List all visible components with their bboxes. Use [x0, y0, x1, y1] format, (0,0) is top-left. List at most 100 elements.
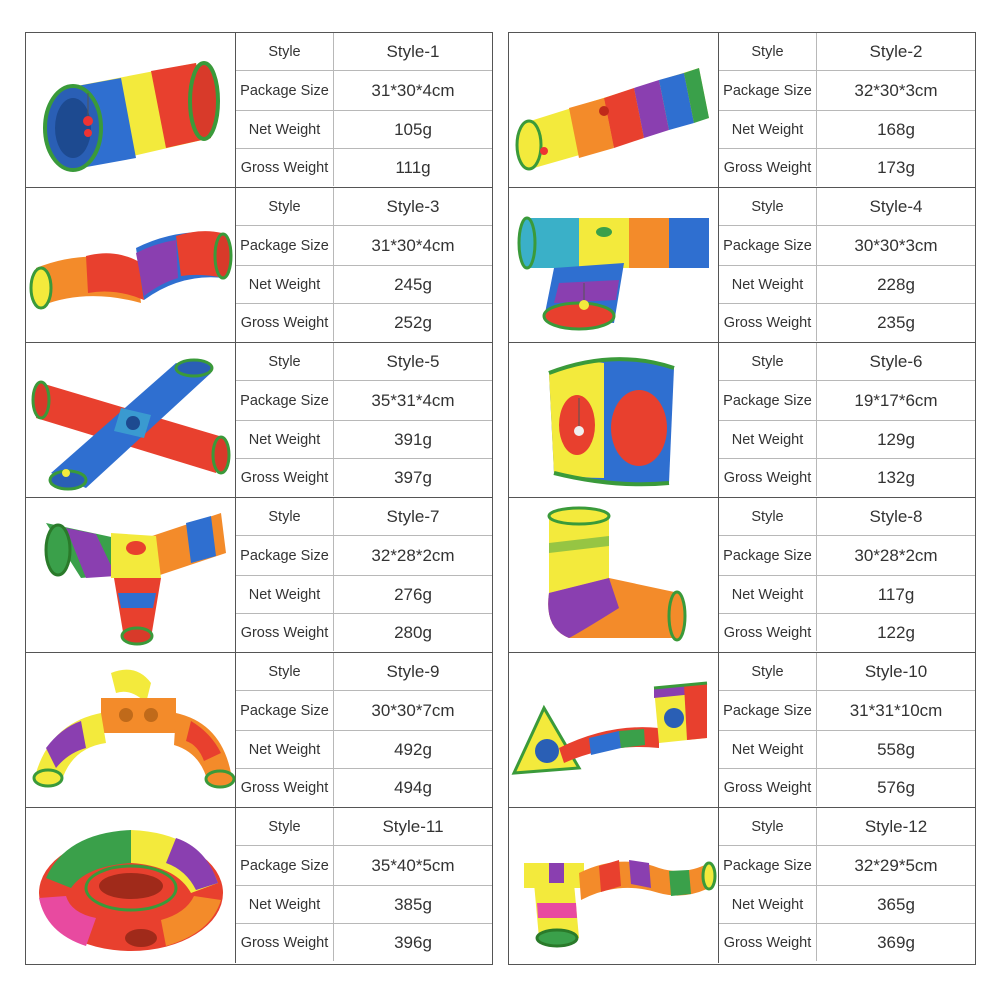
net-weight-value: 168g	[877, 119, 915, 139]
spec-table-style-7: Style Style-7 Package Size 32*28*2cm Net…	[236, 498, 492, 652]
style-label: Style	[719, 343, 817, 380]
package-size-value: 19*17*6cm	[854, 390, 938, 410]
spec-row-gross-weight: Gross Weight 252g	[236, 304, 492, 341]
package-size-label: Package Size	[719, 691, 817, 730]
gross-weight-value: 122g	[877, 622, 915, 642]
spec-row-gross-weight: Gross Weight 280g	[236, 614, 492, 651]
product-image-style-8	[509, 498, 719, 652]
spec-row-package-size: Package Size 35*40*5cm	[236, 846, 492, 886]
package-size-label: Package Size	[719, 71, 817, 110]
spec-row-net-weight: Net Weight 558g	[719, 731, 975, 769]
spec-row-style: Style Style-12	[719, 808, 975, 846]
style-value: Style-6	[869, 351, 923, 371]
spec-row-style: Style Style-6	[719, 343, 975, 381]
donut-tunnel-icon	[39, 830, 223, 951]
product-block-style-2: Style Style-2 Package Size 32*30*3cm Net…	[509, 33, 975, 188]
package-size-value: 31*30*4cm	[371, 80, 455, 100]
net-weight-label: Net Weight	[719, 111, 817, 148]
l-tunnel-icon	[547, 506, 687, 642]
package-size-label: Package Size	[236, 71, 334, 110]
spec-table-style-2: Style Style-2 Package Size 32*30*3cm Net…	[719, 33, 975, 187]
style-label: Style	[719, 188, 817, 225]
product-block-style-8: Style Style-8 Package Size 30*28*2cm Net…	[509, 498, 975, 653]
gross-weight-value: 280g	[394, 622, 432, 642]
gross-weight-label: Gross Weight	[719, 149, 817, 186]
product-block-style-5: Style Style-5 Package Size 35*31*4cm Net…	[26, 343, 492, 498]
net-weight-value: 391g	[394, 429, 432, 449]
style-label: Style	[236, 498, 334, 535]
package-size-label: Package Size	[719, 226, 817, 265]
style-label: Style	[719, 653, 817, 690]
spec-row-gross-weight: Gross Weight 111g	[236, 149, 492, 186]
gross-weight-label: Gross Weight	[719, 459, 817, 496]
spec-row-style: Style Style-4	[719, 188, 975, 226]
spec-row-package-size: Package Size 30*28*2cm	[719, 536, 975, 576]
cube-tent-icon	[548, 357, 675, 487]
package-size-value: 31*30*4cm	[371, 235, 455, 255]
package-size-value: 32*30*3cm	[854, 80, 938, 100]
product-block-style-10: Style Style-10 Package Size 31*31*10cm N…	[509, 653, 975, 808]
style-value: Style-10	[864, 661, 928, 681]
package-size-value: 35*31*4cm	[371, 390, 455, 410]
gross-weight-value: 397g	[394, 467, 432, 487]
package-size-value: 30*28*2cm	[854, 545, 938, 565]
spec-table-style-6: Style Style-6 Package Size 19*17*6cm Net…	[719, 343, 975, 497]
product-image-style-9	[26, 653, 236, 807]
product-image-style-5	[26, 343, 236, 497]
net-weight-label: Net Weight	[719, 421, 817, 458]
package-size-value: 32*29*5cm	[854, 855, 938, 875]
style-label: Style	[236, 653, 334, 690]
package-size-value: 30*30*7cm	[371, 700, 455, 720]
gross-weight-label: Gross Weight	[236, 459, 334, 496]
spec-row-package-size: Package Size 35*31*4cm	[236, 381, 492, 421]
style-value: Style-5	[386, 351, 440, 371]
package-size-label: Package Size	[236, 846, 334, 885]
spec-row-gross-weight: Gross Weight 122g	[719, 614, 975, 651]
spec-row-style: Style Style-5	[236, 343, 492, 381]
spec-row-package-size: Package Size 19*17*6cm	[719, 381, 975, 421]
package-size-label: Package Size	[236, 226, 334, 265]
spec-row-gross-weight: Gross Weight 576g	[719, 769, 975, 806]
product-image-style-3	[26, 188, 236, 342]
net-weight-label: Net Weight	[719, 731, 817, 768]
style-value: Style-3	[386, 196, 440, 216]
spec-row-package-size: Package Size 32*28*2cm	[236, 536, 492, 576]
net-weight-label: Net Weight	[236, 111, 334, 148]
package-size-label: Package Size	[236, 691, 334, 730]
style-label: Style	[236, 33, 334, 70]
spec-row-gross-weight: Gross Weight 397g	[236, 459, 492, 496]
net-weight-value: 105g	[394, 119, 432, 139]
spec-row-style: Style Style-2	[719, 33, 975, 71]
gross-weight-label: Gross Weight	[236, 769, 334, 806]
spec-row-style: Style Style-1	[236, 33, 492, 71]
gross-weight-label: Gross Weight	[236, 924, 334, 961]
style-value: Style-4	[869, 196, 923, 216]
net-weight-value: 385g	[394, 894, 432, 914]
gross-weight-value: 396g	[394, 932, 432, 952]
product-block-style-7: Style Style-7 Package Size 32*28*2cm Net…	[26, 498, 492, 653]
product-block-style-12: Style Style-12 Package Size 32*29*5cm Ne…	[509, 808, 975, 963]
net-weight-label: Net Weight	[719, 886, 817, 923]
spec-row-package-size: Package Size 31*31*10cm	[719, 691, 975, 731]
curved-tunnel-icon	[29, 231, 233, 310]
net-weight-label: Net Weight	[719, 576, 817, 613]
spec-row-style: Style Style-9	[236, 653, 492, 691]
spec-row-net-weight: Net Weight 105g	[236, 111, 492, 149]
net-weight-label: Net Weight	[236, 731, 334, 768]
product-image-style-10	[509, 653, 719, 807]
style-label: Style	[719, 33, 817, 70]
style-value: Style-11	[382, 816, 444, 836]
package-size-label: Package Size	[719, 846, 817, 885]
package-size-value: 30*30*3cm	[854, 235, 938, 255]
gross-weight-label: Gross Weight	[236, 149, 334, 186]
gross-weight-label: Gross Weight	[719, 304, 817, 341]
gross-weight-label: Gross Weight	[236, 304, 334, 341]
spec-table-style-5: Style Style-5 Package Size 35*31*4cm Net…	[236, 343, 492, 497]
product-image-style-4	[509, 188, 719, 342]
spec-table-style-12: Style Style-12 Package Size 32*29*5cm Ne…	[719, 808, 975, 963]
product-image-style-1	[26, 33, 236, 187]
net-weight-value: 117g	[877, 584, 915, 604]
product-image-style-7	[26, 498, 236, 652]
spec-row-gross-weight: Gross Weight 235g	[719, 304, 975, 341]
spec-row-net-weight: Net Weight 492g	[236, 731, 492, 769]
